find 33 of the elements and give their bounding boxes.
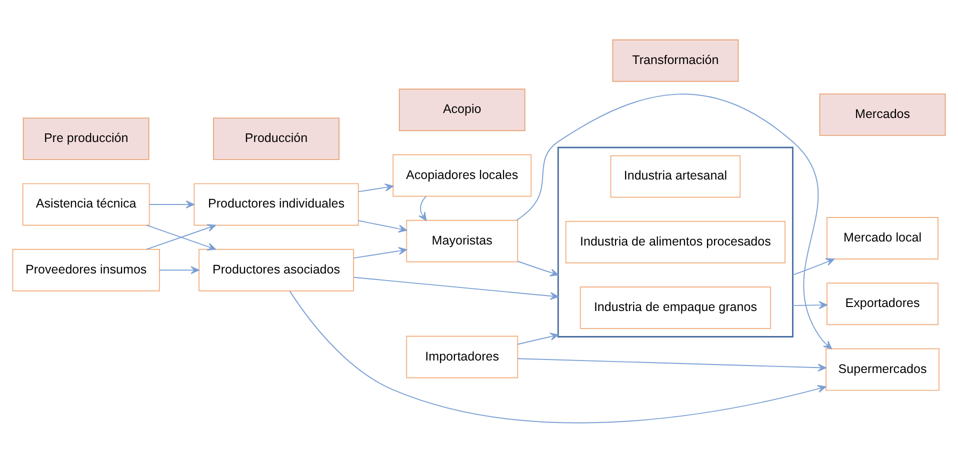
node-box: Exportadores [826,282,939,325]
arrow [792,258,834,275]
node-box: Proveedores insumos [12,248,160,291]
node-box: Producción [213,117,340,160]
node-box: Asistencia técnica [22,182,150,226]
arrow [353,276,559,300]
cluster [557,146,794,337]
node-box: Transformación [612,38,739,82]
arrow [517,332,559,344]
node-box: Supermercados [826,348,940,390]
node-box: Industria de alimentos procesados [565,220,786,263]
node-box: Industria artesanal [610,154,741,198]
node-box: Industria de empaque granos [580,286,772,328]
arrow [358,183,394,192]
arrow [353,246,408,258]
node-box: Acopio [398,88,526,131]
node-box: Mercado local [826,216,939,259]
arrow [517,358,826,372]
arrow [358,220,407,232]
node-box: Productores individuales [194,182,359,226]
arrow [289,290,826,423]
arrow [792,300,828,309]
arrow [159,266,200,274]
arrow [418,196,427,220]
node-box: Mercados [819,92,946,136]
node-box: Pre producción [22,117,150,160]
arrow [516,93,832,349]
node-box: Acopiadores locales [392,154,532,196]
node-box: Mayoristas [406,219,518,262]
node-box: Productores asociados [198,248,354,291]
node-box: Importadores [406,335,518,378]
arrow [517,260,559,276]
arrow [149,200,194,208]
